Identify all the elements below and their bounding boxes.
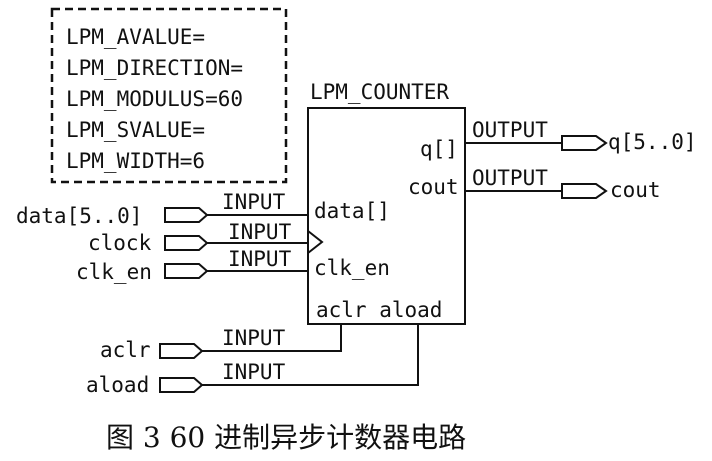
- clock-edge-symbol: [307, 230, 324, 254]
- port-clk-en: clk_en: [314, 256, 390, 280]
- input-clock-tag: INPUT: [228, 220, 292, 244]
- output-q-pin: [561, 135, 608, 151]
- param-avalue: LPM_AVALUE=: [66, 25, 205, 49]
- parameter-box: [50, 7, 288, 184]
- input-data-pin: [164, 207, 209, 223]
- input-aload-name: aload: [86, 373, 149, 397]
- port-q: q[]: [420, 137, 458, 161]
- input-aclr-tag: INPUT: [222, 326, 286, 350]
- output-q-tag: OUTPUT: [472, 118, 548, 142]
- port-data: data[]: [314, 199, 390, 223]
- port-cout: cout: [408, 175, 459, 199]
- param-modulus: LPM_MODULUS=60: [66, 87, 243, 111]
- param-direction: LPM_DIRECTION=: [66, 56, 243, 80]
- input-data-tag: INPUT: [222, 190, 286, 214]
- input-aclr-name: aclr: [100, 338, 151, 362]
- output-cout-pin: [561, 183, 608, 199]
- block-title: LPM_COUNTER: [310, 80, 449, 104]
- counter-block: [307, 107, 466, 325]
- input-aload-wire: [202, 324, 419, 386]
- input-clk-en-pin: [164, 263, 209, 279]
- input-clock-pin: [164, 235, 209, 251]
- input-aclr-pin: [159, 343, 204, 359]
- input-aload-pin: [159, 377, 204, 393]
- input-clock-name: clock: [88, 231, 152, 255]
- output-q-name: q[5..0]: [608, 130, 697, 154]
- input-aclr-wire: [202, 324, 342, 352]
- input-clk-en-tag: INPUT: [228, 247, 292, 271]
- figure-caption: 图 3 60 进制异步计数器电路: [106, 421, 466, 454]
- output-cout-tag: OUTPUT: [472, 166, 548, 190]
- input-clk-en-name: clk_en: [76, 260, 152, 284]
- port-aclr-aload: aclr aload: [316, 298, 442, 322]
- param-width: LPM_WIDTH=6: [66, 149, 205, 173]
- param-svalue: LPM_SVALUE=: [66, 118, 205, 142]
- input-data-name: data[5..0]: [16, 204, 142, 228]
- input-aload-tag: INPUT: [222, 360, 286, 384]
- output-cout-name: cout: [610, 178, 661, 202]
